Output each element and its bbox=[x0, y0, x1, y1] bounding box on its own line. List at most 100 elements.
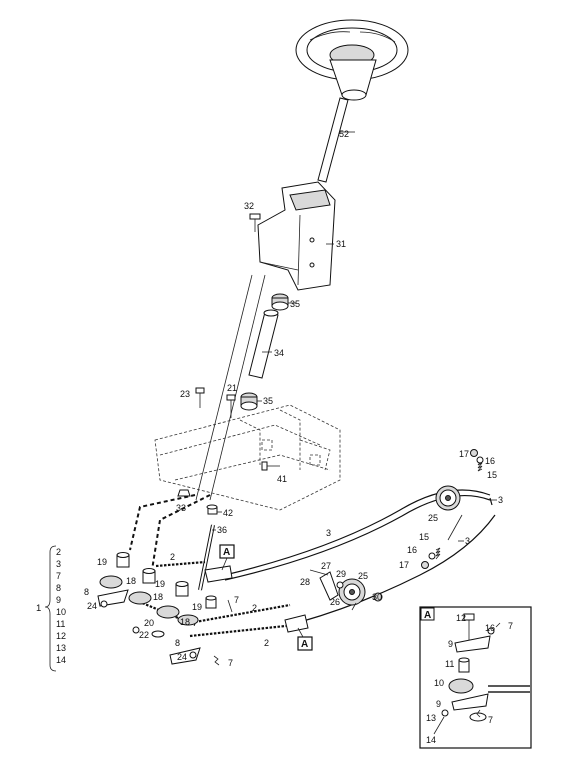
bolt-41 bbox=[261, 461, 280, 471]
label-3-a: 3 bbox=[326, 528, 331, 538]
label-15-upper: 15 bbox=[487, 470, 497, 480]
steering-tube bbox=[248, 309, 279, 379]
detail-label-9-a: 9 bbox=[448, 639, 453, 649]
label-22: 22 bbox=[139, 630, 149, 640]
label-8-a: 8 bbox=[84, 587, 89, 597]
label-26: 26 bbox=[330, 597, 340, 607]
gear-stack bbox=[97, 552, 233, 666]
detail-label-13: 13 bbox=[426, 713, 436, 723]
kit-item: 8 bbox=[56, 583, 61, 593]
kit-item: 14 bbox=[56, 655, 66, 665]
nut-16a bbox=[476, 456, 484, 464]
bolt bbox=[249, 213, 261, 232]
callout-a-lower: A bbox=[297, 627, 313, 651]
detail-label-7-b: 7 bbox=[488, 715, 493, 725]
label-2-a: 2 bbox=[170, 552, 175, 562]
part-labels: 52 32 31 35 34 23 21 35 41 33 42 36 3 25… bbox=[84, 129, 503, 668]
kit-item: 13 bbox=[56, 643, 66, 653]
label-19-c: 19 bbox=[192, 602, 202, 612]
pinion-shaft bbox=[198, 524, 215, 591]
detail-label-14: 14 bbox=[426, 735, 436, 745]
label-18-a: 18 bbox=[126, 576, 136, 586]
kit-item: 3 bbox=[56, 559, 61, 569]
label-52: 52 bbox=[339, 129, 349, 139]
kit-item: 2 bbox=[56, 547, 61, 557]
bushing-upper bbox=[271, 293, 289, 311]
label-36: 36 bbox=[217, 525, 227, 535]
label-17-upper: 17 bbox=[459, 449, 469, 459]
label-8-b: 8 bbox=[175, 638, 180, 648]
label-2-c: 2 bbox=[264, 638, 269, 648]
detail-label-9-b: 9 bbox=[436, 699, 441, 709]
label-23: 23 bbox=[180, 389, 190, 399]
detail-label-10: 10 bbox=[434, 678, 444, 688]
label-41: 41 bbox=[277, 474, 287, 484]
kit-group: 1 2 3 7 8 9 10 11 12 13 14 bbox=[36, 545, 66, 672]
detail-label-16: 16 bbox=[485, 623, 495, 633]
label-16-upper: 16 bbox=[485, 456, 495, 466]
spring-lower bbox=[435, 514, 463, 560]
label-30: 30 bbox=[372, 592, 382, 602]
pulley-lower bbox=[338, 578, 366, 606]
nut-17b bbox=[421, 561, 429, 569]
label-18-b: 18 bbox=[153, 592, 163, 602]
label-21: 21 bbox=[227, 383, 237, 393]
bolt-23 bbox=[195, 387, 205, 408]
label-19-b: 19 bbox=[155, 579, 165, 589]
detail-a-inset: A 12 16 7 9 11 10 9 13 7 14 bbox=[419, 606, 532, 749]
collar-42 bbox=[206, 504, 218, 515]
detail-a-title: A bbox=[424, 610, 431, 621]
pinion-bracket bbox=[204, 565, 309, 633]
label-32: 32 bbox=[244, 201, 254, 211]
label-28: 28 bbox=[300, 577, 310, 587]
label-24-a: 24 bbox=[87, 601, 97, 611]
label-3-c: 3 bbox=[465, 536, 470, 546]
bolt-21 bbox=[226, 394, 236, 418]
label-7-b: 7 bbox=[228, 658, 233, 668]
bushing-lower bbox=[240, 392, 258, 411]
callout-a-lower-text: A bbox=[301, 639, 308, 650]
nut-16b bbox=[428, 552, 436, 560]
kit-item: 12 bbox=[56, 631, 66, 641]
kit-item: 9 bbox=[56, 595, 61, 605]
label-42: 42 bbox=[223, 508, 233, 518]
steering-wheel bbox=[295, 19, 409, 101]
callout-a-upper-text: A bbox=[223, 547, 230, 558]
idler-bracket bbox=[309, 569, 383, 611]
label-33: 33 bbox=[176, 503, 186, 513]
label-2-b: 2 bbox=[252, 603, 257, 613]
pulley-upper bbox=[435, 485, 461, 511]
chassis-frame bbox=[154, 404, 341, 511]
callout-a-upper: A bbox=[219, 544, 235, 571]
label-19-a: 19 bbox=[97, 557, 107, 567]
label-18-c: 18 bbox=[180, 617, 190, 627]
detail-label-7-a: 7 bbox=[508, 621, 513, 631]
label-3-b: 3 bbox=[498, 495, 503, 505]
label-35-lower: 35 bbox=[263, 396, 273, 406]
label-31: 31 bbox=[336, 239, 346, 249]
detail-label-11: 11 bbox=[445, 659, 454, 669]
kit-item: 10 bbox=[56, 607, 66, 617]
label-17-lower: 17 bbox=[399, 560, 409, 570]
label-20: 20 bbox=[144, 618, 154, 628]
label-24-b: 24 bbox=[177, 652, 187, 662]
label-25-lower: 25 bbox=[358, 571, 368, 581]
label-29: 29 bbox=[336, 569, 346, 579]
label-35-upper: 35 bbox=[290, 299, 300, 309]
label-34: 34 bbox=[274, 348, 284, 358]
steering-cables bbox=[224, 489, 496, 623]
label-15-lower: 15 bbox=[419, 532, 429, 542]
steering-shaft bbox=[317, 97, 355, 183]
label-7-a: 7 bbox=[234, 595, 239, 605]
detail-label-12: 12 bbox=[456, 613, 466, 623]
upper-housing bbox=[257, 181, 336, 291]
nut-33 bbox=[177, 489, 191, 497]
kit-item: 11 bbox=[56, 619, 65, 629]
label-25-upper: 25 bbox=[428, 513, 438, 523]
label-27: 27 bbox=[321, 561, 331, 571]
kit-group-label: 1 bbox=[36, 603, 41, 614]
nut-17a bbox=[470, 449, 478, 457]
label-16-lower: 16 bbox=[407, 545, 417, 555]
kit-item: 7 bbox=[56, 571, 61, 581]
